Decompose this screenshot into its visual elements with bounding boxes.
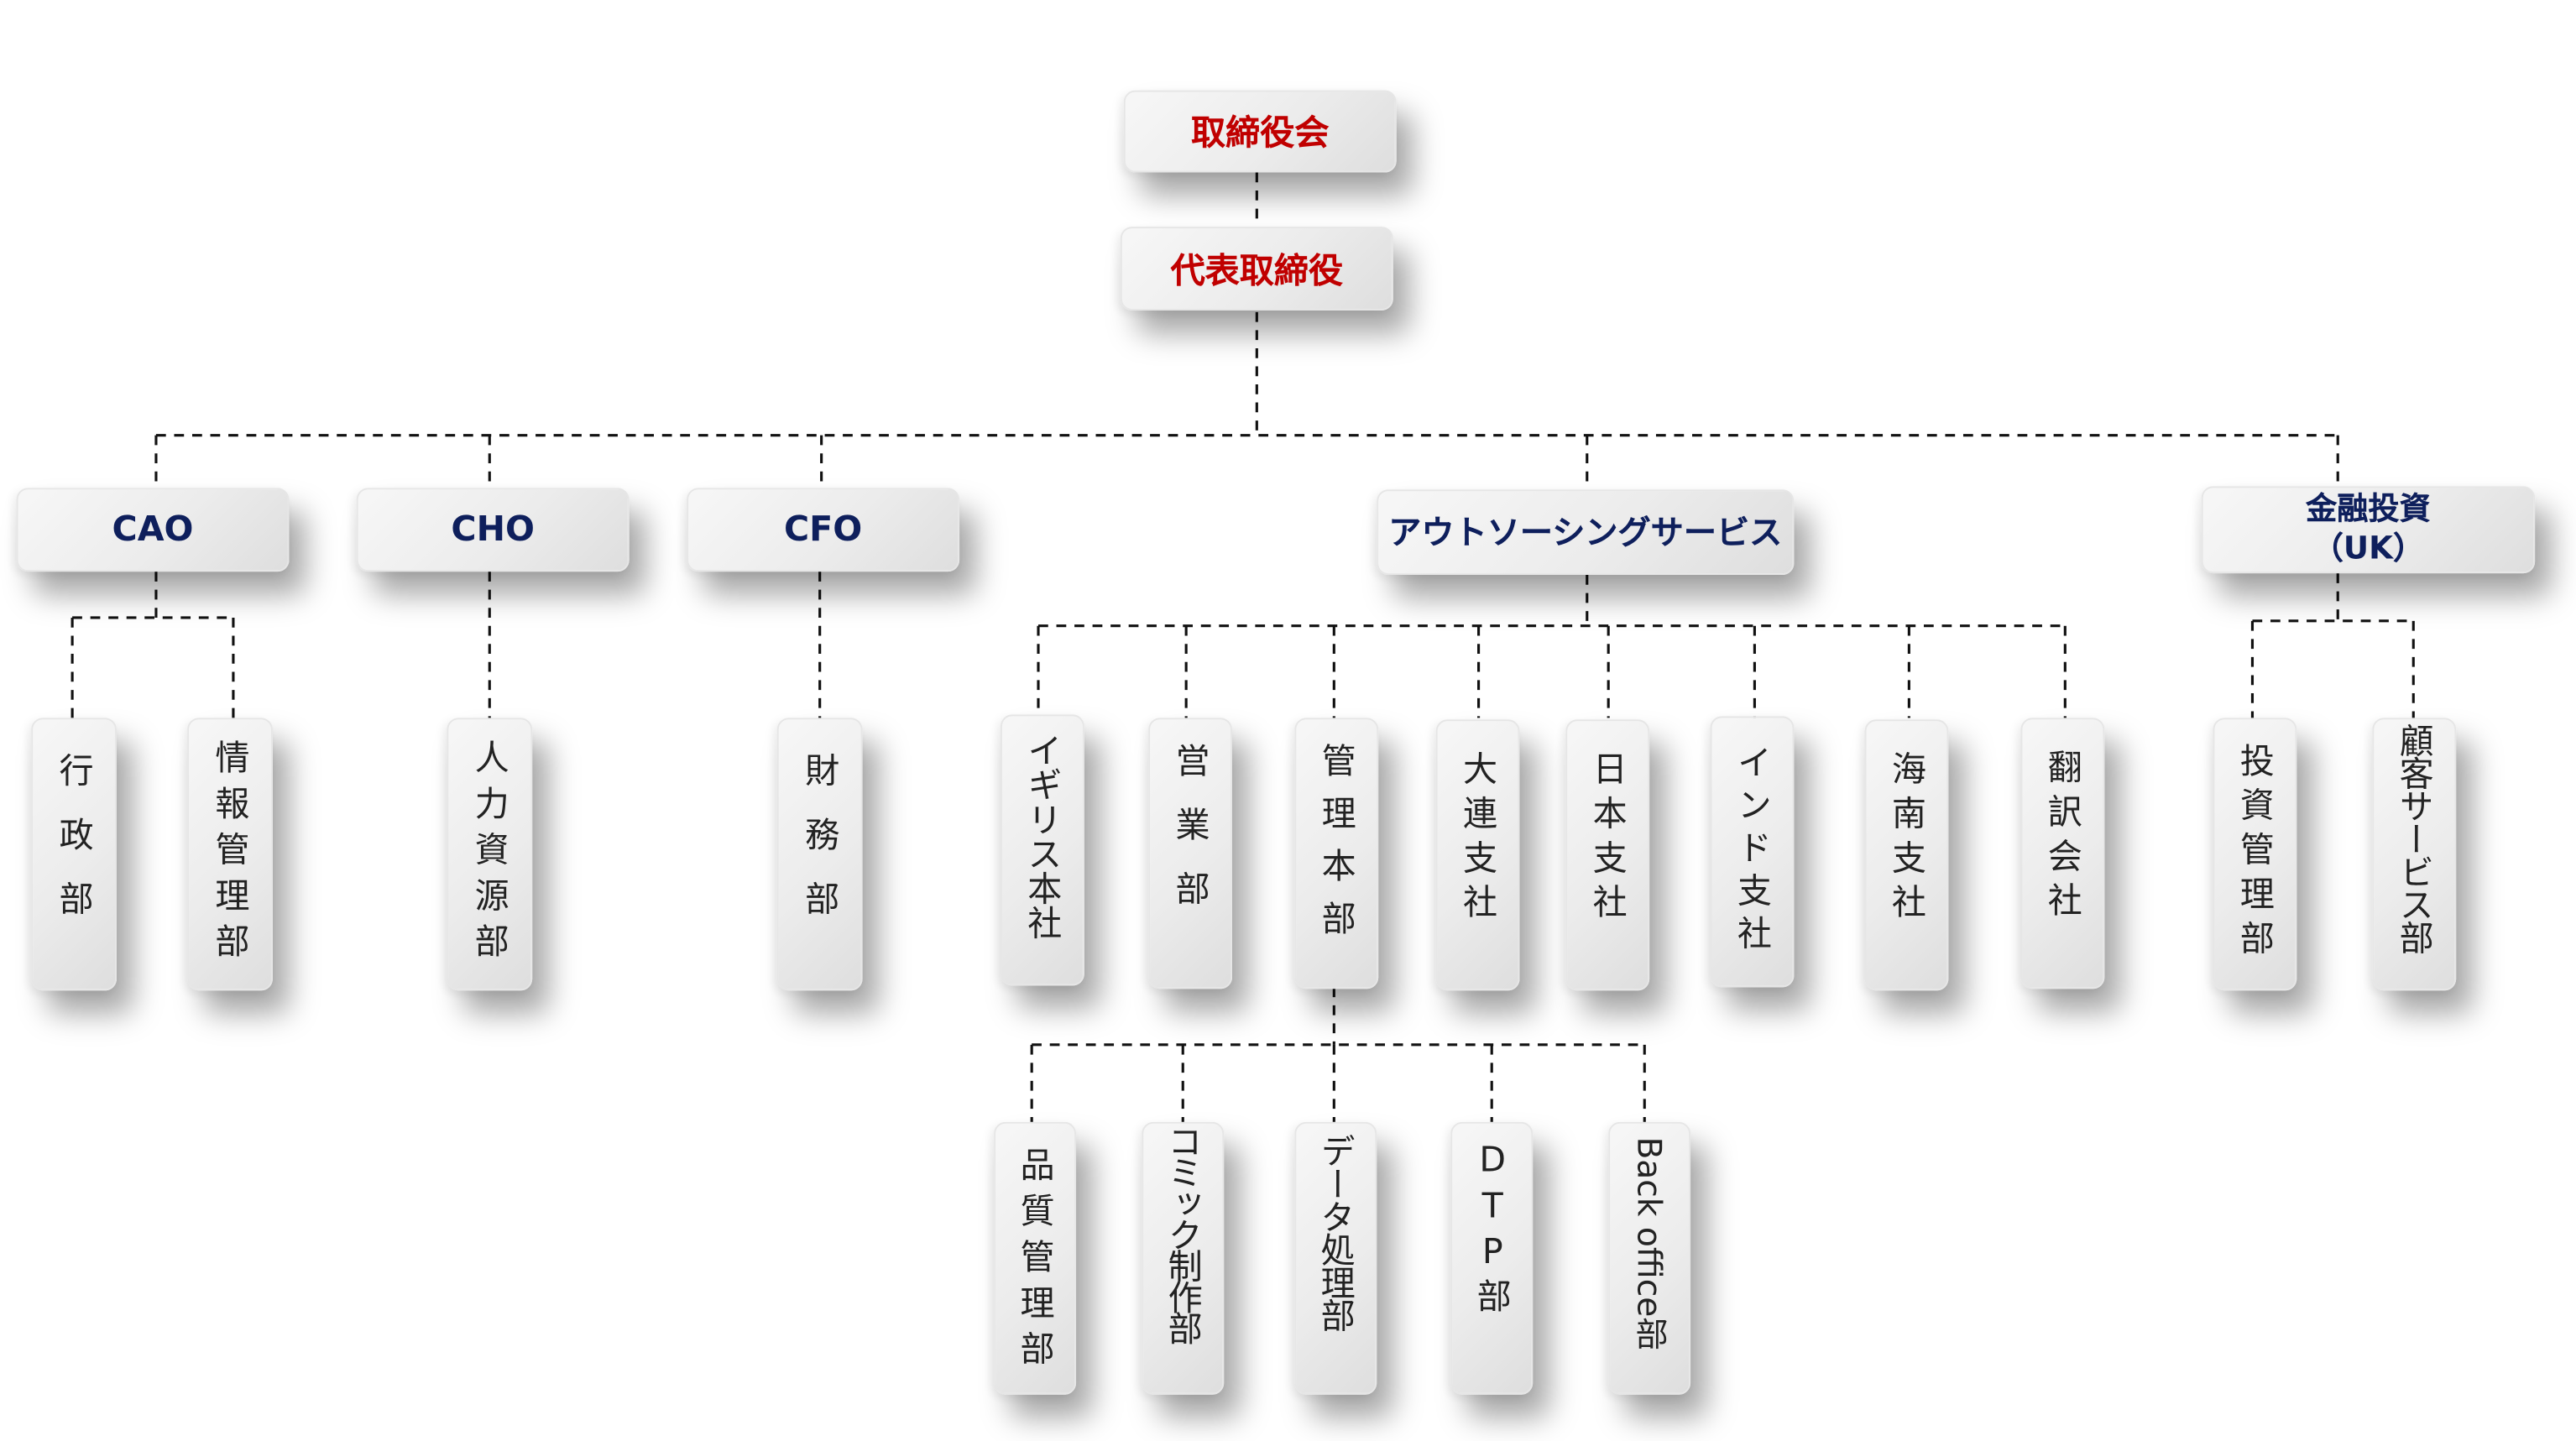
dept-mgmt-hq: 管理本部 <box>1294 718 1379 989</box>
dept-translation-label: 翻訳会社 <box>2043 749 2083 927</box>
dept-admin: 行政部 <box>31 718 117 991</box>
dept-hr-label: 人力資源部 <box>470 739 510 969</box>
dept-sales: 営業部 <box>1148 718 1232 989</box>
subdept-data: データ処理部 <box>1294 1121 1377 1395</box>
dept-mgmt-hq-label: 管理本部 <box>1317 742 1357 953</box>
node-ceo: 代表取締役 <box>1120 227 1393 311</box>
subdept-quality-label: 品質管理部 <box>1016 1146 1056 1377</box>
dept-japan-label: 日本支社 <box>1588 750 1628 928</box>
dept-investment-mgmt: 投資管理部 <box>2213 718 2297 991</box>
dept-dalian-label: 大連支社 <box>1459 750 1499 928</box>
dept-customer-service-label: 顧客サービス部 <box>2395 723 2435 953</box>
dept-sales-label: 営業部 <box>1171 742 1211 935</box>
node-ceo-label: 代表取締役 <box>1170 250 1344 290</box>
dept-hainan: 海南支社 <box>1864 719 1949 991</box>
dept-info-mgmt: 情報管理部 <box>187 718 273 991</box>
node-cfo-label: CFO <box>783 509 863 550</box>
node-outsourcing: アウトソーシングサービス <box>1377 489 1795 576</box>
dept-dalian: 大連支社 <box>1435 719 1520 991</box>
dept-hainan-label: 海南支社 <box>1887 750 1927 928</box>
subdept-dtp-label: DTP部 <box>1472 1140 1513 1319</box>
subdept-comic-label: コミック制作部 <box>1163 1123 1204 1343</box>
dept-info-mgmt-label: 情報管理部 <box>211 739 251 969</box>
subdept-quality: 品質管理部 <box>994 1121 1077 1395</box>
dept-japan: 日本支社 <box>1565 719 1650 991</box>
node-cho: CHO <box>356 488 630 572</box>
subdept-dtp: DTP部 <box>1450 1121 1534 1395</box>
dept-hr: 人力資源部 <box>447 718 533 991</box>
node-cao-label: CAO <box>112 509 194 550</box>
node-board: 取締役会 <box>1123 90 1397 173</box>
dept-translation: 翻訳会社 <box>2020 718 2105 989</box>
subdept-back-office-label: Back office部 <box>1629 1136 1669 1350</box>
dept-uk-hq-label: イギリス本社 <box>1023 732 1063 940</box>
subdept-data-label: データ処理部 <box>1316 1133 1356 1331</box>
subdept-comic: コミック制作部 <box>1142 1121 1225 1395</box>
dept-uk-hq: イギリス本社 <box>1000 714 1084 986</box>
dept-customer-service: 顧客サービス部 <box>2372 718 2457 991</box>
node-cho-label: CHO <box>451 509 535 550</box>
dept-admin-label: 行政部 <box>55 752 95 945</box>
dept-finance-label: 財務部 <box>801 752 841 945</box>
subdept-back-office: Back office部 <box>1608 1121 1691 1395</box>
node-cfo: CFO <box>687 488 960 572</box>
node-outsourcing-label: アウトソーシングサービス <box>1388 511 1783 551</box>
dept-finance: 財務部 <box>776 718 863 991</box>
dept-india-label: インド支社 <box>1732 744 1773 958</box>
node-finance-uk: 金融投資 （UK） <box>2201 486 2536 574</box>
node-finance-uk-label-line2: （UK） <box>2312 530 2425 566</box>
node-finance-uk-label-line1: 金融投資 <box>2306 490 2431 527</box>
node-board-label: 取締役会 <box>1191 113 1330 154</box>
dept-india: インド支社 <box>1710 716 1795 988</box>
dept-investment-mgmt-label: 投資管理部 <box>2235 742 2276 964</box>
node-cao: CAO <box>16 488 290 572</box>
